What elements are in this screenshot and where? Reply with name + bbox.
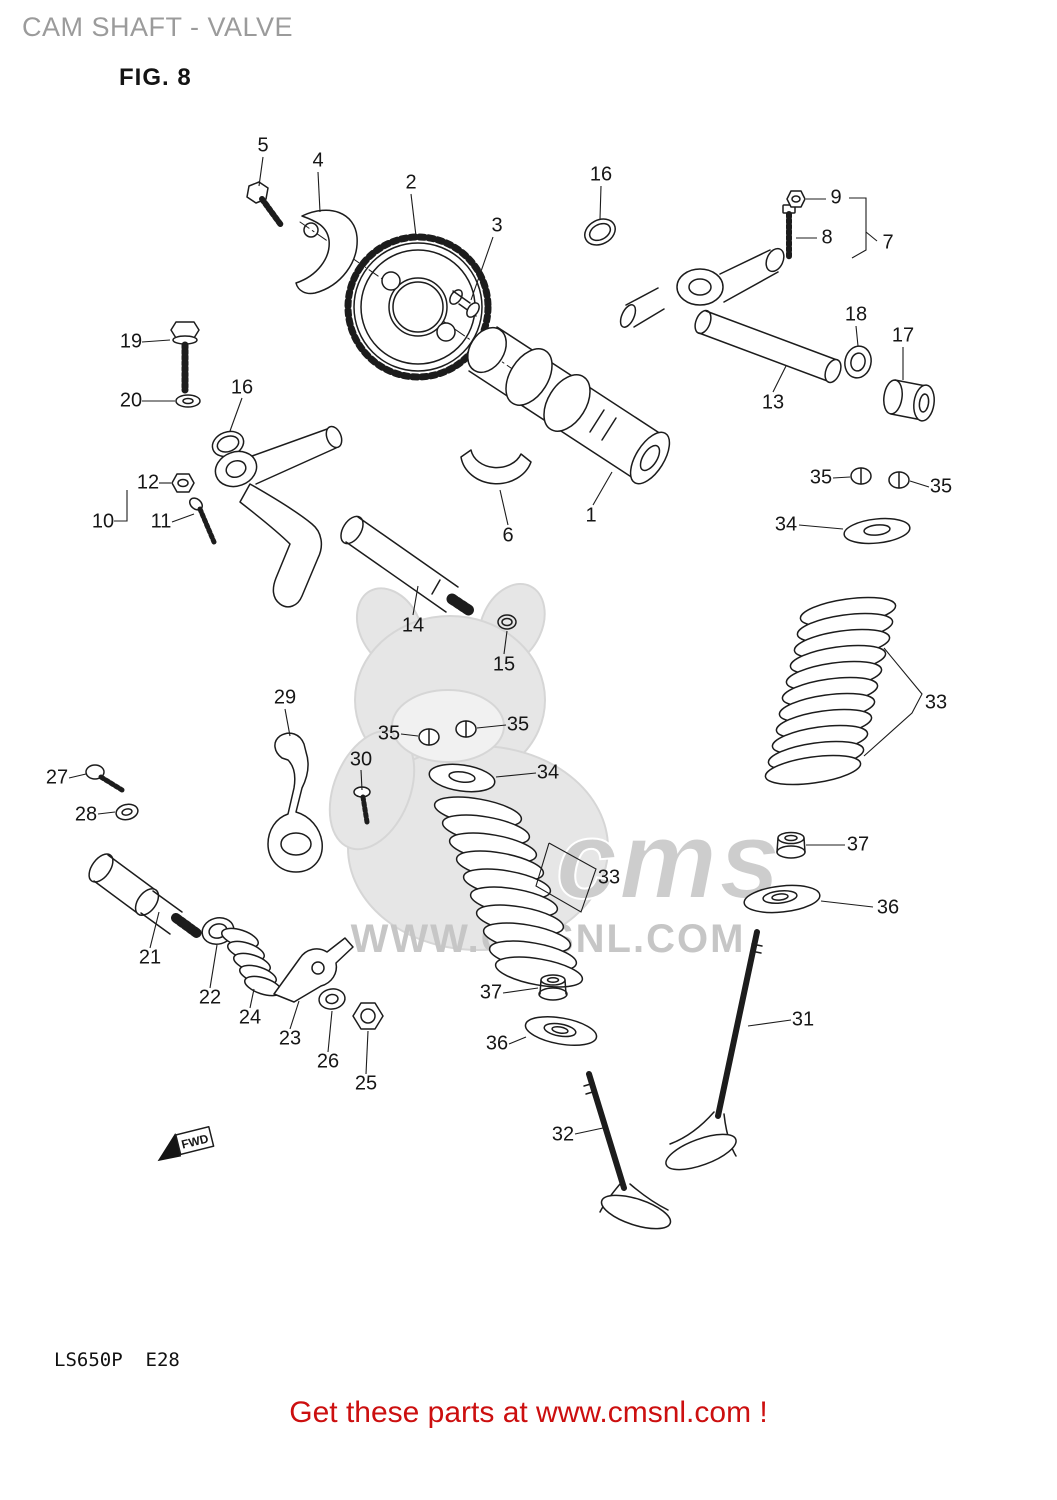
figure-label: FIG. 8 bbox=[119, 64, 192, 91]
part-bolt-5 bbox=[246, 181, 284, 228]
part-decomp-cam-23 bbox=[273, 937, 354, 1003]
part-rocker-arm-7 bbox=[619, 247, 785, 328]
part-washer-26 bbox=[318, 988, 346, 1010]
part-spring-retainer-34-center bbox=[428, 763, 496, 793]
fwd-marker: FWD bbox=[157, 1126, 215, 1162]
model-code: LS650P E28 bbox=[54, 1349, 180, 1371]
part-stopper-plate-4 bbox=[295, 209, 358, 295]
watermark-brand: cms bbox=[556, 799, 782, 922]
part-washer-18 bbox=[844, 345, 872, 379]
part-cam-sprocket-2 bbox=[344, 233, 492, 381]
part-bolt-19 bbox=[170, 321, 200, 394]
part-valve-keepers-35-right bbox=[850, 467, 910, 489]
watermark: cms WWW.CMSNL.COM bbox=[328, 583, 782, 961]
part-adjuster-screw-8 bbox=[782, 204, 796, 261]
part-spring-seat-36-right bbox=[743, 884, 821, 914]
part-pin-3 bbox=[449, 289, 480, 318]
part-valve-seal-37-center bbox=[538, 974, 568, 1001]
part-decomp-shaft-21 bbox=[88, 853, 203, 939]
part-nut-25 bbox=[352, 1002, 384, 1030]
fwd-label: FWD bbox=[180, 1131, 210, 1151]
part-lock-nut-9 bbox=[786, 190, 806, 208]
part-valve-keepers-35-center bbox=[418, 720, 477, 746]
part-bearing-6 bbox=[460, 449, 532, 485]
leader-lines bbox=[68, 156, 930, 1135]
diagram-artwork: FWD bbox=[85, 181, 935, 1230]
part-valve-spring-33-center bbox=[433, 796, 584, 988]
part-valve-32 bbox=[583, 1071, 672, 1230]
fwd-arrow-icon bbox=[157, 1133, 182, 1162]
part-bolt-27 bbox=[85, 764, 125, 793]
part-valve-31 bbox=[665, 929, 763, 1171]
part-valve-seal-37-right bbox=[776, 831, 806, 859]
footer-promo-link[interactable]: Get these parts at www.cmsnl.com ! bbox=[289, 1396, 768, 1429]
part-nut-12 bbox=[171, 473, 195, 493]
part-camshaft-1 bbox=[467, 326, 671, 485]
part-cap-17 bbox=[883, 379, 935, 422]
part-oring-16-top bbox=[584, 218, 616, 246]
part-rocker-arm-10 bbox=[214, 425, 343, 608]
part-rocker-shaft-13 bbox=[694, 309, 842, 384]
part-nut-20 bbox=[175, 394, 201, 408]
part-rocker-shaft-14 bbox=[340, 515, 476, 617]
part-screw-30 bbox=[353, 786, 371, 825]
part-valve-spring-33-right bbox=[764, 596, 897, 786]
part-spring-24 bbox=[221, 927, 282, 997]
part-oring-15 bbox=[497, 614, 517, 630]
part-screw-11 bbox=[188, 497, 217, 545]
part-spring-seat-36-center bbox=[524, 1016, 598, 1046]
part-decomp-lever-29 bbox=[267, 732, 323, 873]
part-washer-28 bbox=[115, 803, 139, 821]
page-title: CAM SHAFT - VALVE bbox=[22, 12, 294, 42]
part-spring-retainer-34-right bbox=[843, 517, 911, 545]
